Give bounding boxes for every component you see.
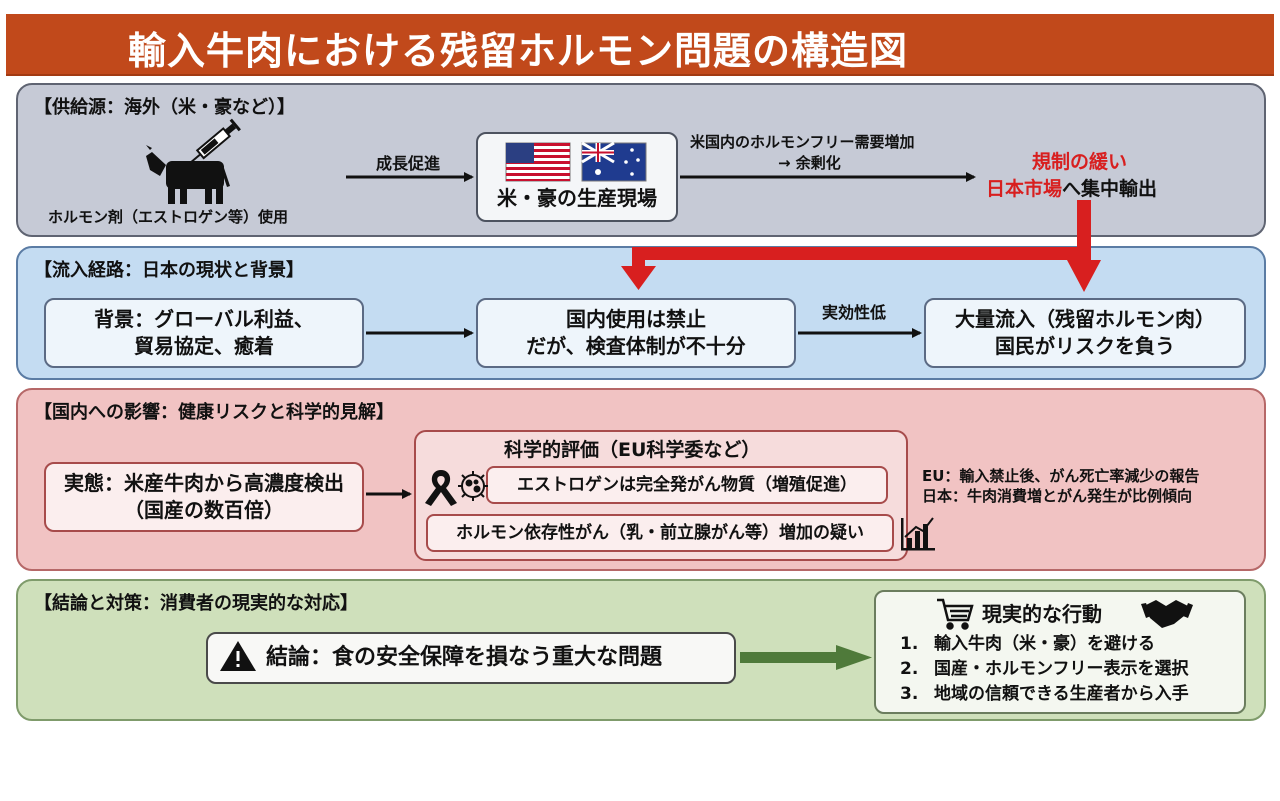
action-item: 1. 輸入牛肉（米・豪）を避ける (900, 632, 1189, 657)
hormone-cancer-text: ホルモン依存性がん（乳・前立腺がん等）増加の疑い (456, 522, 864, 543)
background-box: 背景：グローバル利益、 貿易協定、癒着 (44, 298, 364, 368)
cart-icon (937, 598, 974, 630)
scientific-eval-title: 科学的評価（EU科学委など） (504, 439, 761, 461)
supply-section-title: 【供給源：海外（米・豪など）】 (34, 97, 295, 118)
domestic-ban-line2: だが、検査体制が不十分 (526, 334, 746, 358)
impact-section-title: 【国内への影響：健康リスクと科学的見解】 (34, 402, 394, 423)
action-num: 3. (900, 684, 919, 704)
inflow-red-arrow (621, 200, 1101, 292)
action-item: 3. 地域の信頼できる生産者から入手 (900, 682, 1189, 707)
export-text: へ集中輸出 (1062, 178, 1158, 200)
handshake-icon (1141, 600, 1193, 628)
demand-label: 米国内のホルモンフリー需要増加 (690, 133, 915, 151)
actions-list: 1. 輸入牛肉（米・豪）を避ける 2. 国産・ホルモンフリー表示を選択 3. 地域の信… (900, 632, 1189, 707)
conclusion-arrow (740, 645, 872, 670)
us-flag-icon (505, 142, 571, 182)
action-text: 国産・ホルモンフリー表示を選択 (934, 659, 1189, 679)
japan-export-label: 日本市場へ集中輸出 (986, 174, 1157, 201)
lax-regulation-label: 規制の緩い (1032, 147, 1127, 174)
route-section-title: 【流入経路：日本の現状と背景】 (34, 260, 304, 281)
estrogen-text: エストロゲンは完全発がん物質（増殖促進） (517, 474, 857, 495)
page-title: 輸入牛肉における残留ホルモン問題の構造図 (128, 29, 909, 73)
ribbon-icon (425, 470, 457, 506)
virus-icon (458, 471, 488, 501)
conclusion-box: 結論：食の安全保障を損なう重大な問題 (206, 632, 736, 684)
action-item: 2. 国産・ホルモンフリー表示を選択 (900, 657, 1189, 682)
action-text: 輸入牛肉（米・豪）を避ける (934, 634, 1155, 654)
domestic-ban-line1: 国内使用は禁止 (566, 307, 706, 331)
action-num: 1. (900, 634, 919, 654)
hormone-cancer-item: ホルモン依存性がん（乳・前立腺がん等）増加の疑い (426, 514, 894, 552)
mass-inflow-line2: 国民がリスクを負う (995, 334, 1175, 358)
growth-label: 成長促進 (376, 154, 441, 173)
cow-caption: ホルモン剤（エストロゲン等）使用 (48, 208, 289, 226)
japan-market-text: 日本市場 (986, 178, 1063, 200)
cow-icon (146, 145, 230, 204)
syringe-icon (189, 118, 241, 164)
estrogen-item: エストロゲンは完全発がん物質（増殖促進） (486, 466, 888, 504)
production-site-label: 米・豪の生産現場 (497, 186, 657, 210)
lax-regulation-text: 規制の緩い (1032, 151, 1128, 173)
surplus-label: → 余剰化 (778, 154, 841, 172)
detection-box: 実態：米産牛肉から高濃度検出 （国産の数百倍） (44, 462, 364, 532)
low-effect-label: 実効性低 (822, 303, 887, 322)
action-text: 地域の信頼できる生産者から入手 (934, 684, 1189, 704)
conclusion-text: 結論：食の安全保障を損なう重大な問題 (266, 645, 663, 671)
conclusion-section-title: 【結論と対策：消費者の現実的な対応】 (34, 593, 358, 614)
action-num: 2. (900, 659, 919, 679)
eu-note: EU：輸入禁止後、がん死亡率減少の報告 (922, 467, 1200, 485)
detection-line2: （国産の数百倍） (124, 498, 284, 522)
background-line2: 貿易協定、癒着 (134, 334, 274, 358)
domestic-ban-box: 国内使用は禁止 だが、検査体制が不十分 (476, 298, 796, 368)
bar-chart-icon (901, 517, 935, 551)
japan-note: 日本：牛肉消費増とがん発生が比例傾向 (922, 487, 1193, 505)
background-line1: 背景：グローバル利益、 (94, 307, 314, 331)
mass-inflow-line1: 大量流入（残留ホルモン肉） (955, 307, 1215, 331)
mass-inflow-box: 大量流入（残留ホルモン肉） 国民がリスクを負う (924, 298, 1246, 368)
actions-title: 現実的な行動 (982, 602, 1102, 626)
australia-flag-icon (581, 141, 647, 182)
warning-icon (220, 641, 256, 671)
detection-line1: 実態：米産牛肉から高濃度検出 (64, 471, 344, 495)
title-bar (6, 14, 1274, 76)
